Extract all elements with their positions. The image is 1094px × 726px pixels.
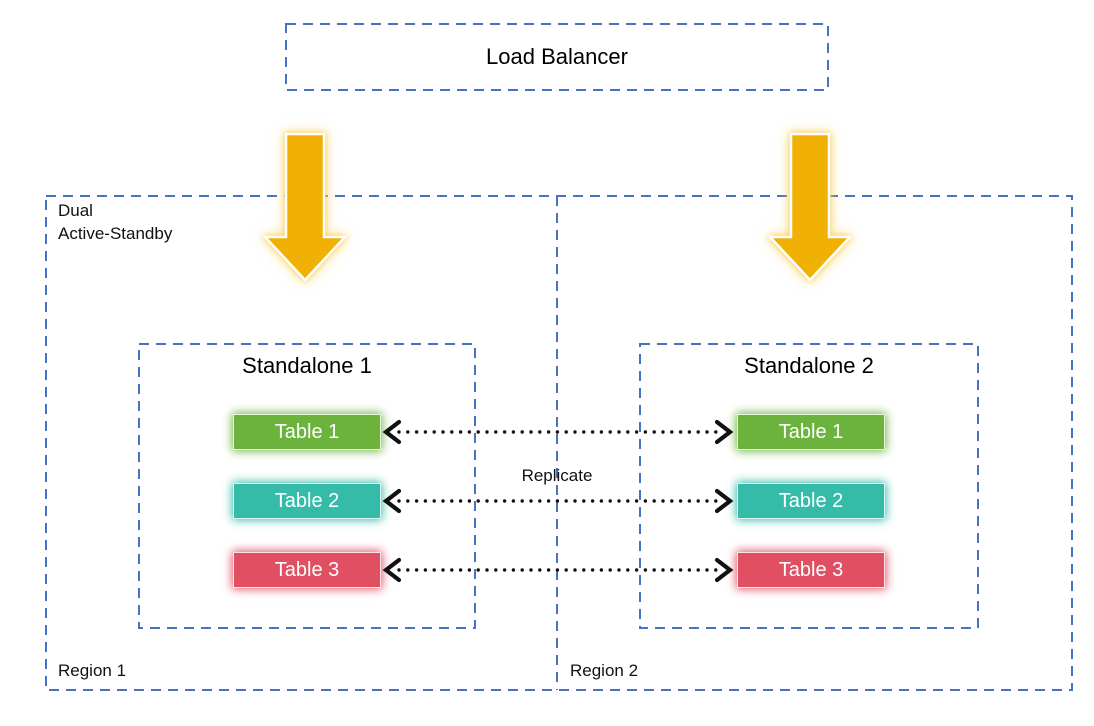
- table-node: Table 3: [233, 552, 381, 588]
- standalone-1-box-border: [138, 343, 476, 629]
- region-2-label: Region 2: [570, 661, 639, 680]
- down-arrow-icon: [768, 132, 852, 282]
- replicate-arrow-icon: [382, 557, 734, 583]
- replicate-arrow-icon: [382, 419, 734, 445]
- dual-active-standby-label: Dual Active-Standby: [58, 199, 172, 245]
- group-label-line2: Active-Standby: [58, 224, 173, 243]
- table-node: Table 1: [737, 414, 885, 450]
- replicate-arrow-icon: [382, 488, 734, 514]
- table-node: Table 3: [737, 552, 885, 588]
- standalone-1-title: Standalone 1: [242, 353, 372, 378]
- table-node: Table 1: [233, 414, 381, 450]
- replicate-label: Replicate: [521, 466, 593, 485]
- table-node: Table 2: [233, 483, 381, 519]
- dual-active-standby-box-border: [45, 195, 1073, 691]
- down-arrow-icon: [263, 132, 347, 282]
- group-label-line1: Dual: [58, 201, 93, 220]
- load-balancer-box-border: [285, 23, 829, 91]
- standalone-2-title: Standalone 2: [744, 353, 874, 378]
- table-node: Table 2: [737, 483, 885, 519]
- load-balancer-label: Load Balancer: [486, 44, 628, 69]
- standalone-2-box-border: [639, 343, 979, 629]
- region-1-label: Region 1: [58, 661, 127, 680]
